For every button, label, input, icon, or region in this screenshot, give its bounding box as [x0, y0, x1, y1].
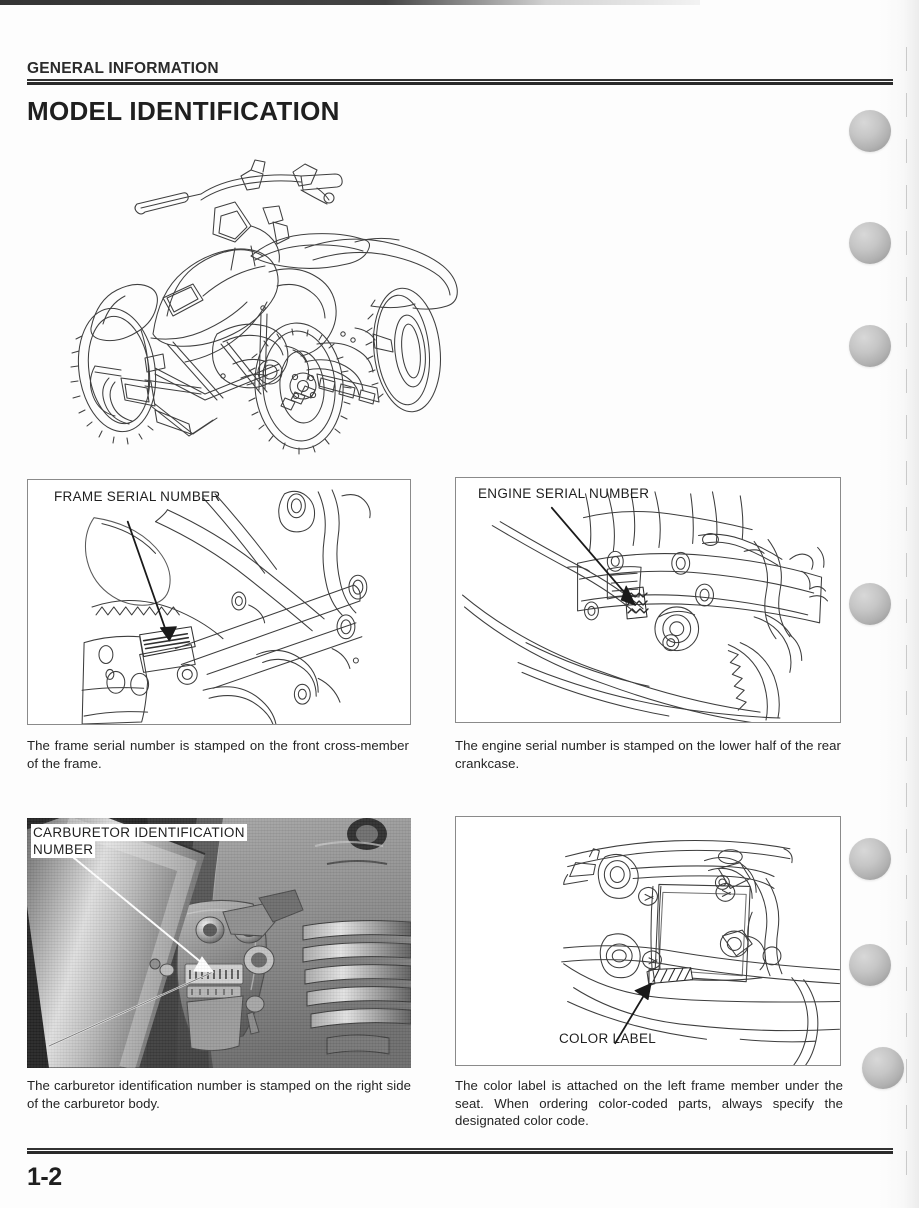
binder-hole-shadow-4: [849, 583, 891, 625]
figure-label-engine-serial-number: ENGINE SERIAL NUMBER: [478, 486, 650, 501]
page-number: 1-2: [27, 1163, 62, 1191]
figure-label-frame-serial-number: FRAME SERIAL NUMBER: [54, 489, 221, 504]
page-title: MODEL IDENTIFICATION: [27, 96, 340, 126]
figure-label-color-label: COLOR LABEL: [559, 1031, 657, 1046]
binder-hole-shadow-1: [849, 110, 891, 152]
caption-frame-serial-number: The frame serial number is stamped on th…: [27, 738, 409, 771]
header-rule-thin: [27, 79, 893, 81]
section-header: GENERAL INFORMATION: [27, 60, 219, 77]
figure-color-label: COLOR LABEL: [455, 816, 841, 1066]
scan-right-edge-dashes: [906, 25, 907, 1195]
footer-rule-thin: [27, 1148, 893, 1150]
caption-color-label: The color label is attached on the left …: [455, 1078, 843, 1128]
header-rule-thick: [27, 82, 893, 85]
footer-rule-thick: [27, 1151, 893, 1154]
figure-engine-serial-number: ENGINE SERIAL NUMBER: [455, 477, 841, 723]
figure-label-carburetor-identification-number-line2: NUMBER: [31, 841, 96, 858]
figure-label-carburetor-identification-number-line1: CARBURETOR IDENTIFICATION: [31, 824, 247, 841]
binder-hole-shadow-3: [849, 325, 891, 367]
binder-hole-shadow-7: [862, 1047, 904, 1089]
binder-hole-shadow-6: [849, 944, 891, 986]
scan-top-edge-artifact: [0, 0, 700, 5]
figure-carburetor-identification-number: CARBURETOR IDENTIFICATION NUMBER: [27, 818, 411, 1068]
caption-engine-serial-number: The engine serial number is stamped on t…: [455, 738, 841, 771]
caption-carburetor-identification-number: The carburetor identification number is …: [27, 1078, 411, 1111]
binder-hole-shadow-5: [849, 838, 891, 880]
figure-frame-serial-number: FRAME SERIAL NUMBER: [27, 479, 411, 725]
atv-line-drawing: [55, 138, 475, 463]
binder-hole-shadow-2: [849, 222, 891, 264]
